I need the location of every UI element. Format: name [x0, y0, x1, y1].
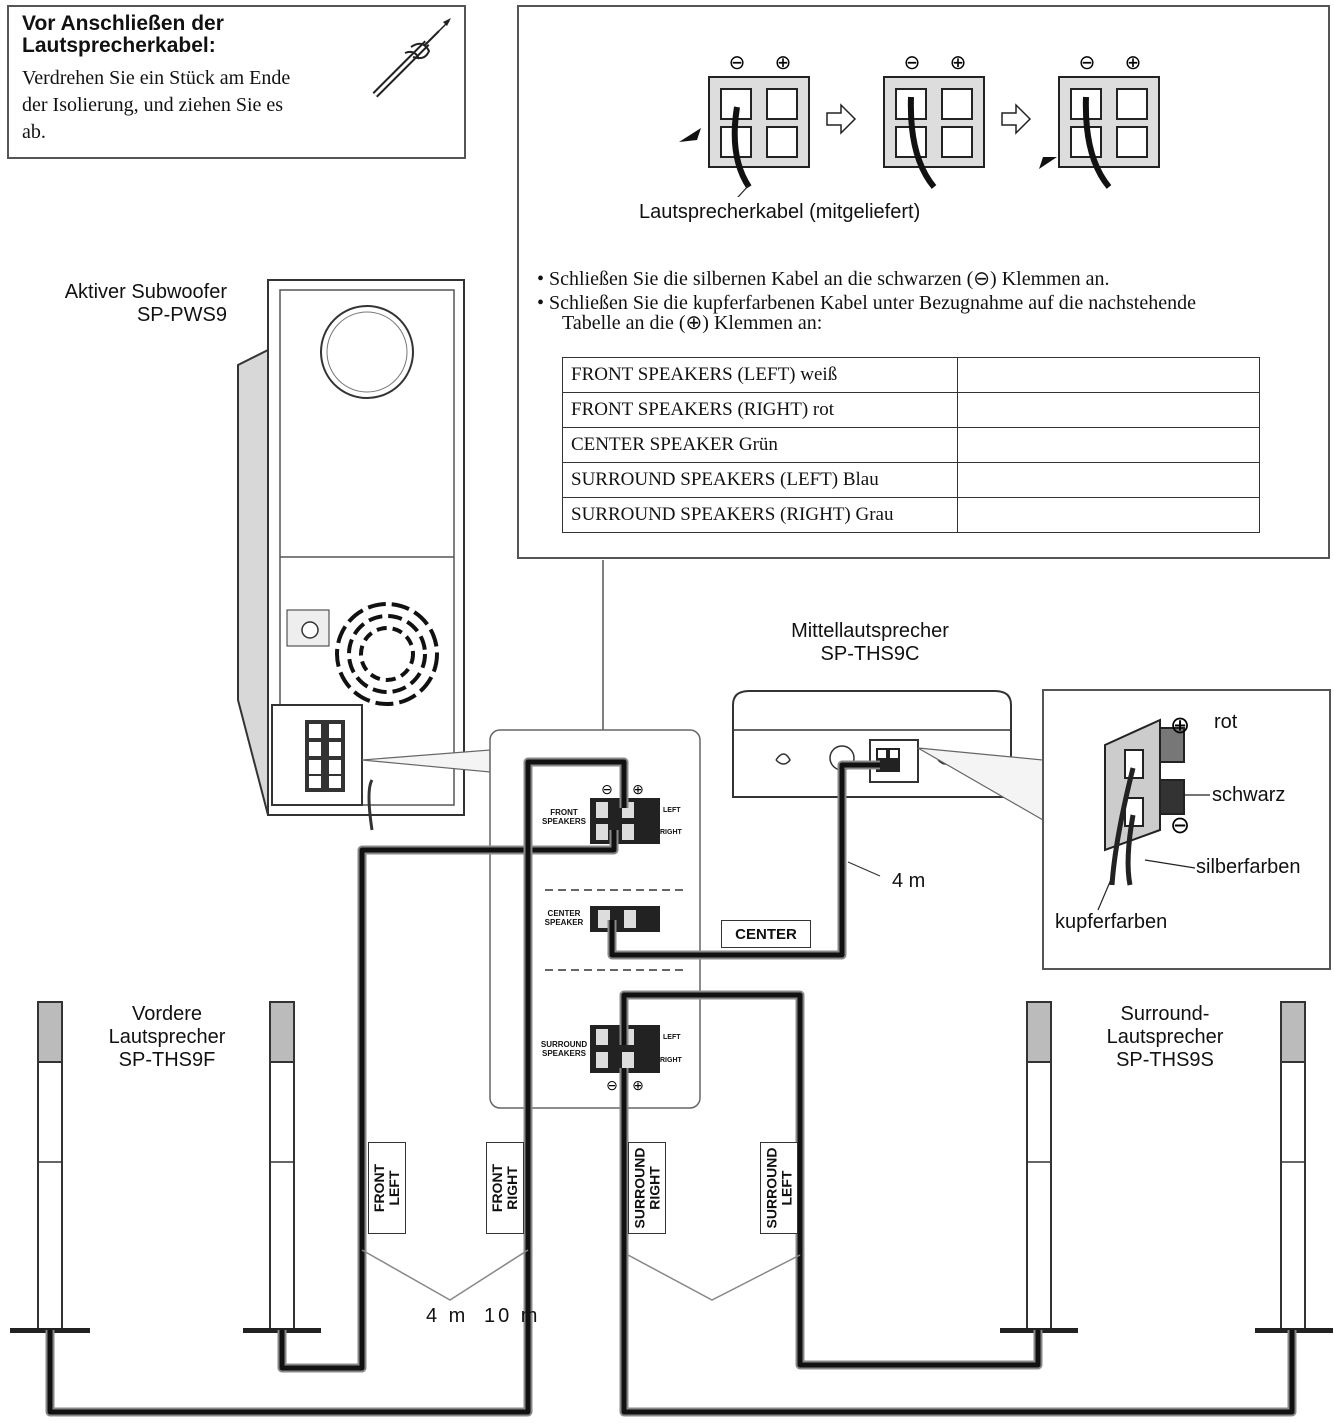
- step2-terminal: ⊖ ⊕: [883, 52, 985, 189]
- table-cell: FRONT SPEAKERS (RIGHT) rot: [562, 392, 958, 428]
- length-front-left: 4 m: [426, 1305, 469, 1327]
- front-speaker-left-illustration: [10, 1001, 90, 1333]
- panel-label-surround-speakers: SURROUND SPEAKERS: [540, 1040, 588, 1058]
- svg-text:⊖: ⊖: [904, 52, 921, 74]
- table-row: SURROUND SPEAKERS (RIGHT) Grau: [562, 497, 1260, 533]
- terminal-detail: ⊕ ⊖: [1097, 712, 1210, 911]
- color-code-table: FRONT SPEAKERS (LEFT) weiß FRONT SPEAKER…: [562, 357, 1260, 533]
- bullet-instructions: • Schließen Sie die silbernen Kabel an d…: [537, 267, 1317, 335]
- label-silberfarben: silberfarben: [1196, 856, 1301, 878]
- panel-label-center-speaker: CENTER SPEAKER: [544, 909, 584, 927]
- length-front-right: 10 m: [484, 1305, 541, 1327]
- bullet-1: • Schließen Sie die silbernen Kabel an d…: [537, 268, 1110, 290]
- strip-wire-illustration: [372, 18, 451, 98]
- prep-note-body: Verdrehen Sie ein Stück am Ende der Isol…: [22, 67, 291, 143]
- cable-tag-center: CENTER: [721, 920, 811, 948]
- subwoofer-label: Aktiver Subwoofer SP-PWS9: [64, 281, 227, 326]
- cable-tag-front-right: FRONT RIGHT: [486, 1142, 524, 1234]
- center-speaker-illustration: [732, 690, 1012, 798]
- surround-speaker-right-illustration: [1000, 1001, 1078, 1333]
- step1-terminal: ⊖ ⊕: [679, 52, 810, 189]
- panel-label-front-left: LEFT: [663, 807, 681, 814]
- table-cell: CENTER SPEAKER Grün: [562, 427, 958, 463]
- surround-speaker-left-illustration: [1255, 1001, 1333, 1333]
- panel-label-surround-left: LEFT: [663, 1034, 681, 1041]
- bullet-2-line2: Tabelle an die (⊕) Klemmen an:: [562, 312, 823, 334]
- center-speaker-label: Mittellautsprecher SP-THS9C: [791, 620, 949, 665]
- svg-text:⊖: ⊖: [601, 781, 613, 797]
- terminal-panel: ⊖ ⊕ ⊖ ⊕: [489, 729, 701, 1109]
- svg-text:⊕: ⊕: [775, 52, 792, 74]
- svg-text:⊕: ⊕: [950, 52, 967, 74]
- step-arrow-1: [826, 103, 857, 135]
- speaker-cables: [45, 757, 1297, 1417]
- table-row: FRONT SPEAKERS (LEFT) weiß: [562, 357, 1260, 393]
- cable-tag-surround-left: SURROUND LEFT: [760, 1142, 798, 1234]
- table-cell-empty: [957, 497, 1260, 533]
- table-row: FRONT SPEAKERS (RIGHT) rot: [562, 392, 1260, 428]
- svg-text:⊕: ⊕: [632, 781, 644, 797]
- svg-text:⊕: ⊕: [1170, 712, 1190, 739]
- table-cell: SURROUND SPEAKERS (RIGHT) Grau: [562, 497, 958, 533]
- surround-speakers-label: Surround- Lautsprecher SP-THS9S: [1106, 1003, 1224, 1071]
- svg-text:⊖: ⊖: [1170, 812, 1190, 839]
- svg-text:⊖: ⊖: [1079, 52, 1096, 74]
- panel-label-front-right: RIGHT: [660, 829, 682, 836]
- cable-tag-surround-right: SURROUND RIGHT: [628, 1142, 666, 1234]
- length-center: 4 m: [892, 870, 926, 892]
- prep-note-heading: Vor Anschließen der Lautsprecherkabel:: [22, 12, 224, 57]
- subwoofer-illustration: [237, 279, 465, 831]
- cable-caption: Lautsprecherkabel (mitgeliefert): [639, 201, 921, 223]
- front-speaker-right-illustration: [243, 1001, 321, 1333]
- svg-text:⊖: ⊖: [729, 52, 746, 74]
- step3-terminal: ⊖ ⊕: [1039, 52, 1160, 189]
- cable-insert-steps: ⊖ ⊕ ⊖ ⊕ ⊖ ⊕: [679, 52, 1160, 197]
- prep-note-box: Vor Anschließen der Lautsprecherkabel: V…: [7, 5, 466, 159]
- table-cell: FRONT SPEAKERS (LEFT) weiß: [562, 357, 958, 393]
- front-speakers-label: Vordere Lautsprecher SP-THS9F: [108, 1003, 226, 1071]
- svg-text:⊖: ⊖: [606, 1077, 618, 1093]
- panel-label-surround-right: RIGHT: [660, 1057, 682, 1064]
- step-arrow-2: [1001, 103, 1032, 135]
- svg-text:⊕: ⊕: [1125, 52, 1142, 74]
- label-rot: rot: [1214, 711, 1238, 733]
- instruction-box: ⊖ ⊕ ⊖ ⊕ ⊖ ⊕: [517, 5, 1330, 559]
- label-kupferfarben: kupferfarben: [1055, 911, 1168, 933]
- svg-text:⊕: ⊕: [632, 1077, 644, 1093]
- cable-tag-front-left: FRONT LEFT: [368, 1142, 406, 1234]
- bullet-2-line1: • Schließen Sie die kupferfarbenen Kabel…: [537, 292, 1196, 314]
- label-schwarz: schwarz: [1212, 784, 1286, 806]
- panel-label-front-speakers: FRONT SPEAKERS: [541, 808, 586, 826]
- table-cell-empty: [957, 357, 1260, 393]
